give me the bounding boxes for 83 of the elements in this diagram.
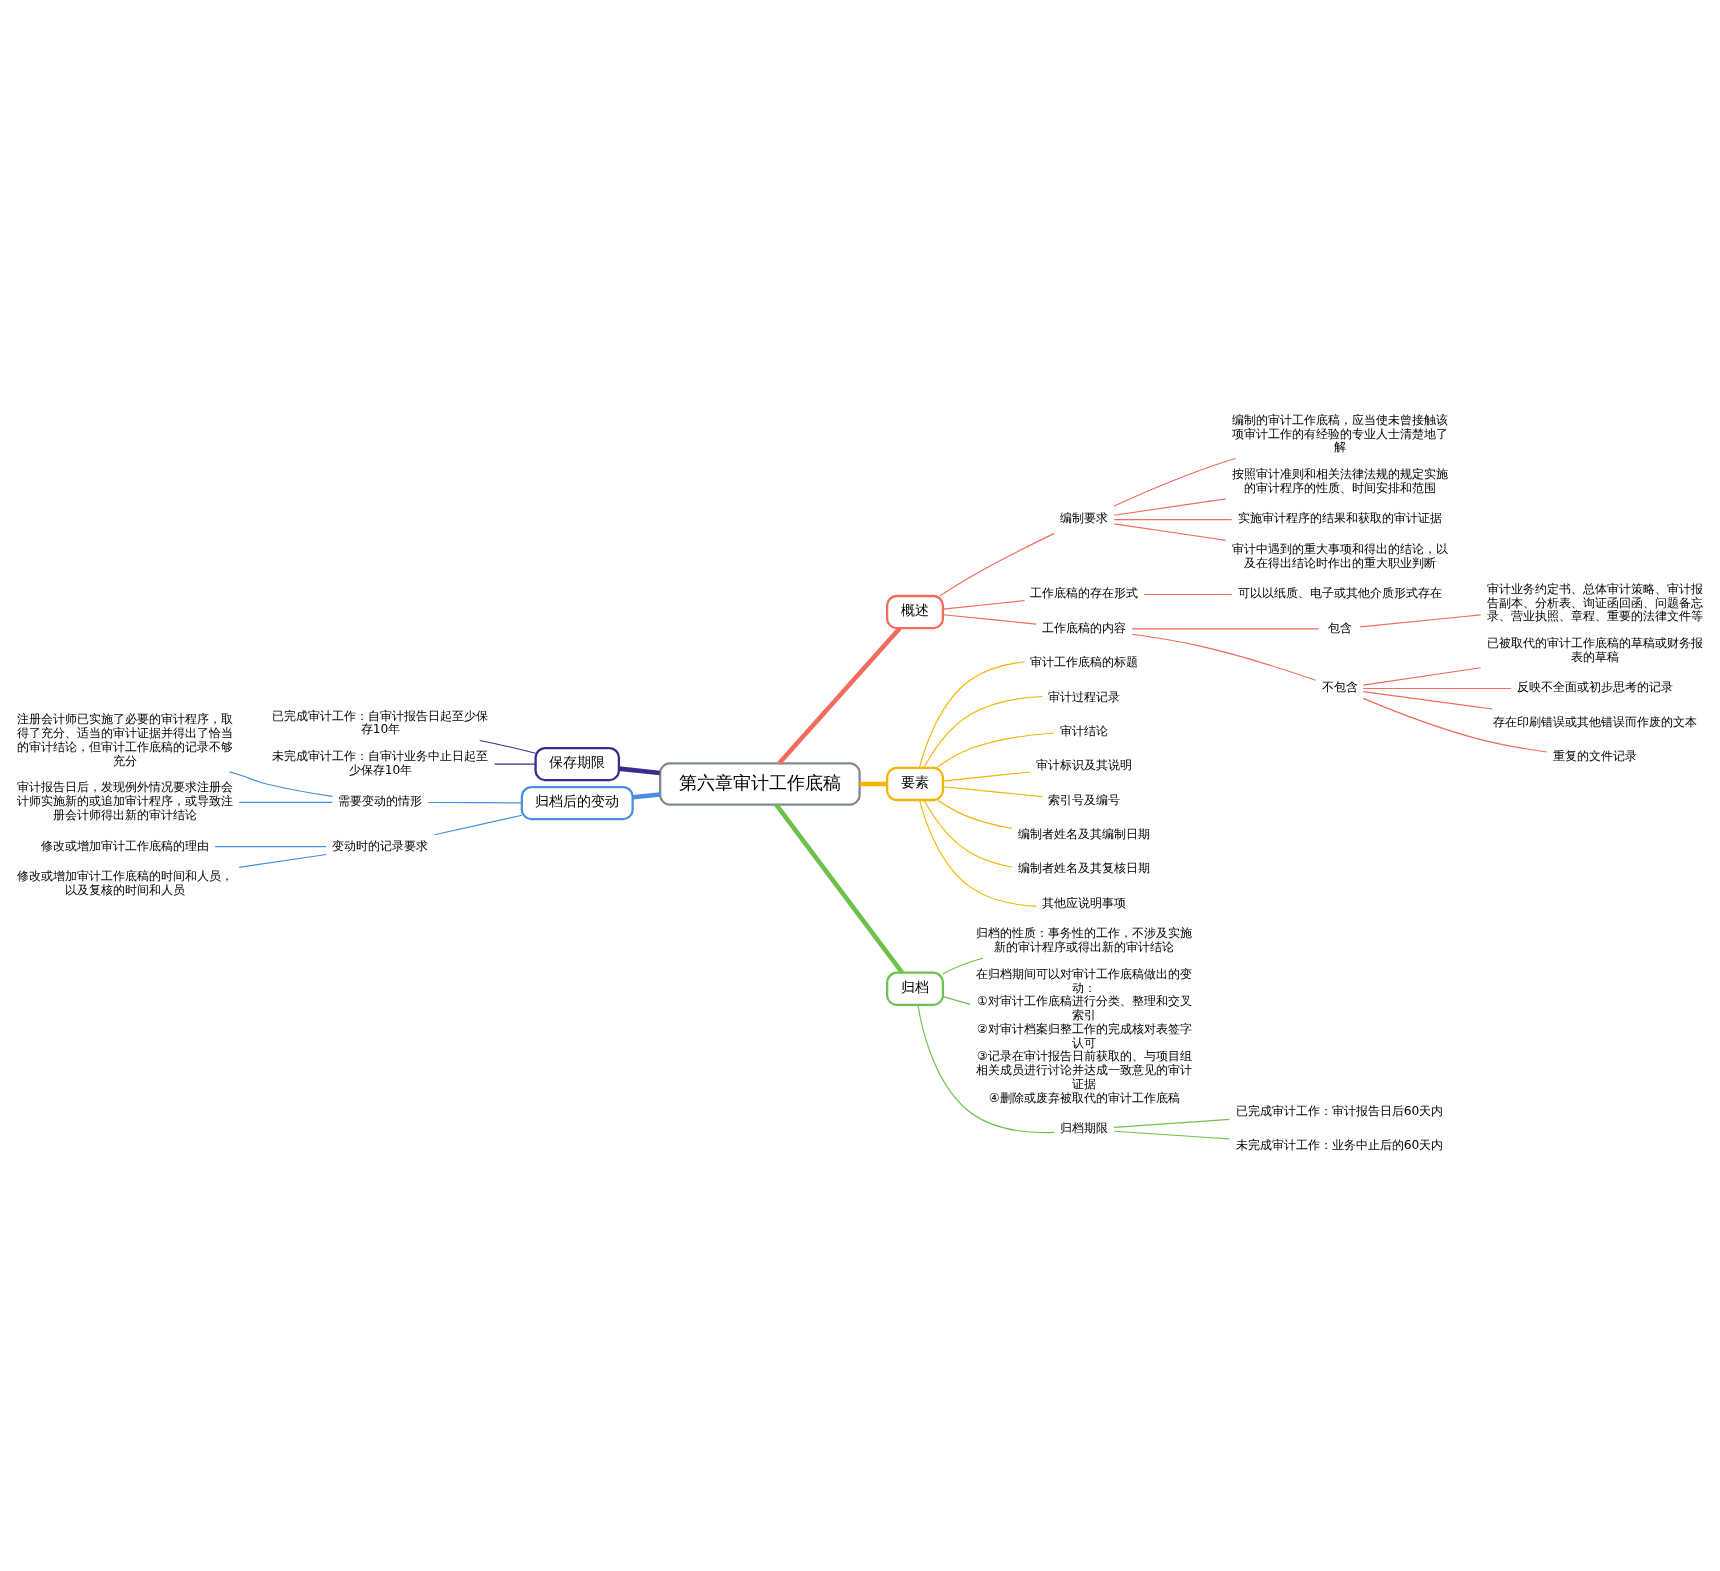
node-text: 索引号及编号 (1048, 792, 1121, 807)
node-text: 变动时的记录要求 (332, 838, 429, 853)
connector (1113, 457, 1236, 507)
connector (1143, 593, 1233, 596)
connector (1113, 1118, 1230, 1128)
node-text: 不包含 (1321, 680, 1358, 695)
node-text: 重复的文件记录 (1552, 749, 1637, 764)
connector (1359, 614, 1482, 628)
connector (1113, 519, 1233, 521)
connector (618, 766, 661, 776)
connector (1131, 628, 1320, 630)
node-box: 归档后的变动 (520, 785, 634, 821)
connector (939, 532, 1055, 597)
node-text: 可以以纸质、电子或其他介质形式存在 (1237, 586, 1442, 601)
connector (774, 803, 904, 974)
node-text: 归档期限 (1060, 1121, 1109, 1136)
connector (859, 781, 887, 787)
connector (214, 846, 327, 848)
connector (935, 732, 1055, 769)
node-text: 编制的审计工作底稿，应当使未曾接触该项审计工作的有经验的专业人士清楚地了解 (1231, 412, 1448, 455)
node-text: 已完成审计工作：自审计报告日起至少保存10年 (272, 708, 489, 737)
node-text: 修改或增加审计工作底稿的理由 (41, 838, 210, 853)
node-text: 编制要求 (1060, 511, 1109, 526)
node-text: 已完成审计工作：审计报告日后60天内 (1235, 1103, 1444, 1118)
node-text: 包含 (1327, 620, 1352, 635)
node-text: 工作底稿的存在形式 (1030, 586, 1139, 601)
node-text: 审计标识及其说明 (1036, 758, 1133, 773)
connector (917, 1004, 1055, 1134)
node-text: 归档的性质：事务性的工作，不涉及实施新的审计程序或得出新的审计结论 (976, 926, 1193, 955)
connector (1362, 667, 1482, 686)
node-text: 在归档期间可以对审计工作底稿做出的变动： ①对审计工作底稿进行分类、整理和交叉索引 ②对审计档案归整工作的完成核对表签字认可 ③记录在审计报告日前获取的、与项目组相关成员进行讨论并达成一致意见的审计证据 ④删除或废弃被取代的审计工作底稿 (976, 966, 1193, 1105)
node-text: 编制者姓名及其编制日期 (1018, 827, 1151, 842)
connector (1131, 633, 1317, 681)
node-text: 编制者姓名及其复核日期 (1018, 861, 1151, 876)
connector (238, 801, 334, 803)
connector (427, 801, 523, 804)
node-box: 要素 (886, 766, 945, 802)
node-text: 已被取代的审计工作底稿的草稿或财务报表的草稿 (1486, 636, 1703, 664)
connector (632, 792, 661, 800)
connector (1113, 523, 1227, 541)
node-text: 审计业务约定书、总体审计策略、审计报告副本、分析表、询证函回函、问题备忘录、营业执照、章程、重要的法律文件等 (1486, 581, 1703, 624)
node-text: 审计工作底稿的标题 (1030, 655, 1139, 670)
connector (942, 771, 1031, 782)
connector (937, 799, 1013, 830)
connector (238, 853, 327, 868)
connector (923, 799, 1013, 868)
connector (777, 626, 902, 765)
connector (942, 600, 1026, 610)
node-box: 概述 (886, 594, 945, 630)
node-text: 需要变动的情形 (338, 794, 423, 809)
node-text: 反映不全面或初步思考的记录 (1516, 680, 1673, 695)
node-text: 审计过程记录 (1048, 689, 1121, 704)
connector (1362, 697, 1548, 753)
node-text: 实施审计程序的结果和获取的审计证据 (1237, 511, 1442, 526)
connector (918, 661, 1025, 769)
node-text: 注册会计师已实施了必要的审计程序，取得了充分、适当的审计证据并得出了恰当的审计结论，但审计工作底稿的记录不够充分 (17, 712, 234, 768)
connector (1362, 687, 1512, 690)
node-text: 审计中遇到的重大事项和得出的结论，以及在得出结论时作出的重大职业判断 (1231, 542, 1448, 570)
connector (1362, 691, 1493, 710)
node-text: 审计报告日后，发现例外情况要求注册会计师实施新的或追加审计程序，或导致注册会计师得出新的审计结论 (17, 780, 234, 822)
node-text: 未完成审计工作：自审计业务中止日起至少保存10年 (272, 749, 489, 777)
connector (479, 739, 537, 754)
connector (923, 695, 1043, 769)
node-box: 第六章审计工作底稿 (659, 762, 861, 806)
node-text: 修改或增加审计工作底稿的时间和人员，以及复核的时间和人员 (17, 869, 234, 897)
node-text: 工作底稿的内容 (1042, 620, 1127, 635)
node-text: 按照审计准则和相关法律法规的规定实施的审计程序的性质、时间安排和范围 (1231, 467, 1448, 495)
node-text: 存在印刷错误或其他错误而作废的文本 (1492, 714, 1697, 729)
connector (1113, 1130, 1230, 1140)
node-text: 其他应说明事项 (1042, 895, 1127, 910)
connector (1113, 498, 1227, 516)
connector (942, 786, 1043, 798)
node-box: 归档 (886, 971, 945, 1006)
connector (942, 957, 984, 975)
connector (434, 814, 523, 836)
node-text: 审计结论 (1060, 723, 1109, 738)
connector (942, 614, 1037, 625)
connector (942, 996, 971, 1005)
connector (493, 763, 536, 765)
node-text: 未完成审计工作：业务中止后的60天内 (1235, 1138, 1444, 1153)
connector (229, 771, 334, 797)
connector (918, 799, 1038, 907)
node-box: 保存期限 (534, 746, 621, 782)
